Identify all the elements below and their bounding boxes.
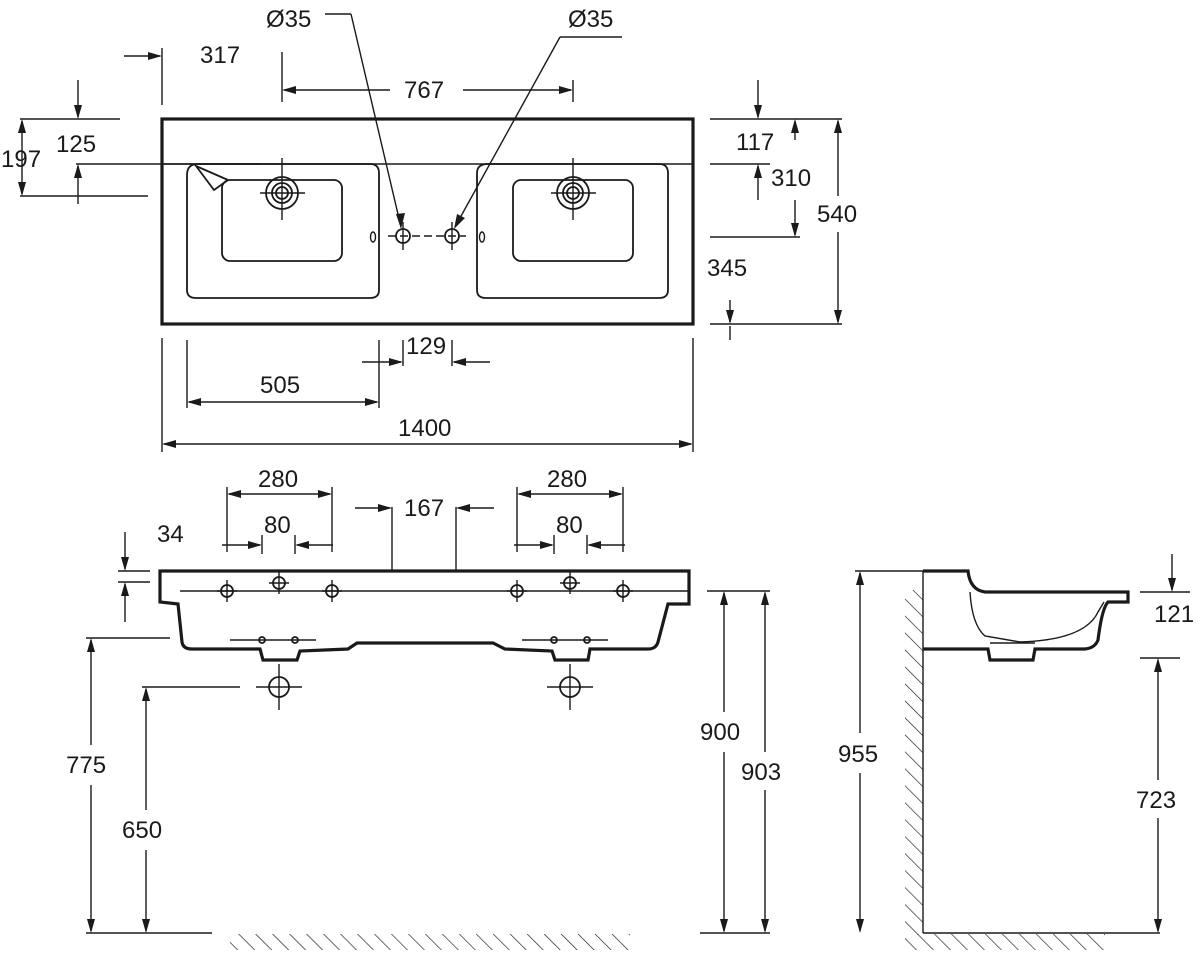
dim-280-right-label: 280 <box>547 466 587 493</box>
basin-top-outline <box>160 117 695 326</box>
dim-125-label: 125 <box>56 131 96 158</box>
hole-dia-left-label: Ø35 <box>266 6 311 33</box>
hole-dia-right-label: Ø35 <box>568 6 613 33</box>
dim-775-label: 775 <box>66 752 106 779</box>
dim-767-label: 767 <box>404 77 444 104</box>
dim-80-right-label: 80 <box>556 512 583 539</box>
front-view: 280 80 167 280 80 <box>66 466 781 950</box>
right-overflow-hole <box>478 231 486 243</box>
basin-side-profile <box>923 569 1130 662</box>
front-drain-fixings <box>230 636 608 710</box>
side-view: 955 121 723 <box>838 554 1194 950</box>
dim-345-label: 345 <box>707 255 747 282</box>
front-tap-holes <box>217 572 633 602</box>
dim-1400-label: 1400 <box>398 415 451 442</box>
dim-117-label: 117 <box>736 129 774 156</box>
dim-540-label: 540 <box>817 201 857 228</box>
floor-hatch-side <box>905 934 1105 950</box>
dim-121-label: 121 <box>1154 601 1194 628</box>
wall-hatch <box>905 590 923 935</box>
dim-650-label: 650 <box>122 817 162 844</box>
fixing-holes <box>388 222 466 250</box>
top-view: Ø35 Ø35 317 767 125 197 <box>1 6 857 452</box>
dim-80-left-label: 80 <box>264 512 291 539</box>
dim-903-label: 903 <box>741 759 781 786</box>
floor-hatch-front <box>230 934 630 950</box>
dim-317-label: 317 <box>200 42 240 69</box>
dim-723-label: 723 <box>1136 787 1176 814</box>
dim-900-label: 900 <box>700 719 740 746</box>
dim-955-label: 955 <box>838 741 878 768</box>
dim-167-label: 167 <box>404 495 444 522</box>
dim-280-left-label: 280 <box>258 466 298 493</box>
right-bowl-outline <box>476 163 669 299</box>
dim-197-label: 197 <box>1 146 41 173</box>
dim-505-label: 505 <box>260 372 300 399</box>
left-bowl-outline <box>186 163 380 299</box>
dim-34-label: 34 <box>157 521 184 548</box>
left-tap-hole <box>260 158 305 220</box>
dim-310-label: 310 <box>771 165 811 192</box>
right-tap-hole <box>551 158 596 220</box>
basin-front-outline <box>158 569 691 662</box>
left-overflow-hole <box>369 231 377 243</box>
dim-129-label: 129 <box>406 333 446 360</box>
left-overflow-slot <box>193 163 230 192</box>
